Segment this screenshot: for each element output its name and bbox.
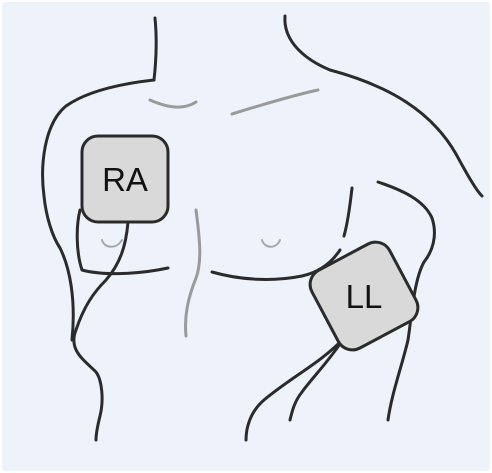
ra-electrode-label: RA xyxy=(102,161,148,198)
ll-electrode-label: LL xyxy=(346,278,383,315)
ra-electrode: RA xyxy=(82,136,168,222)
